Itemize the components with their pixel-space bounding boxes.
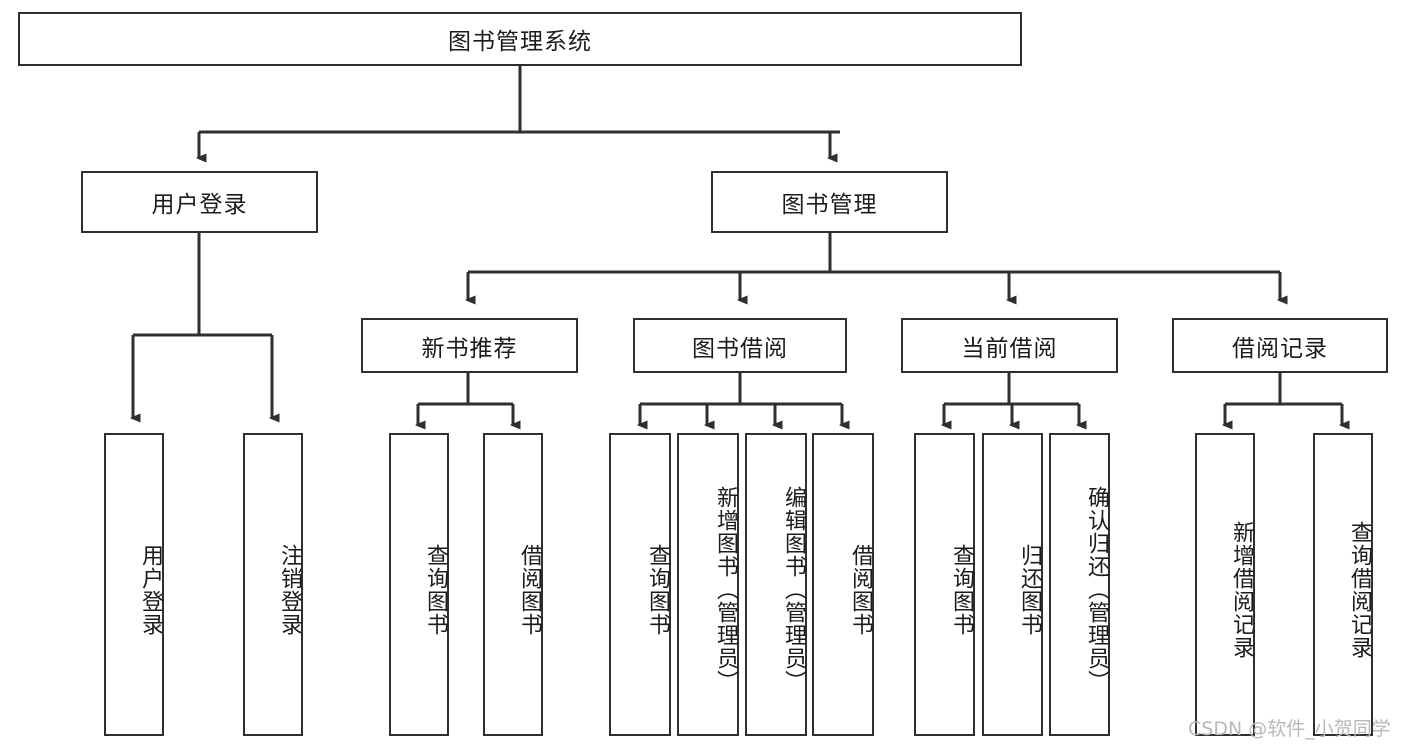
leaf-borrow-book-1-label: 借阅图书 bbox=[517, 543, 542, 636]
leaf-query-record-label: 查询借阅记录 bbox=[1347, 520, 1372, 659]
leaf-user-login[interactable]: 用户登录 bbox=[104, 433, 164, 736]
node-borrow-record-label: 借阅记录 bbox=[1232, 335, 1328, 362]
leaf-query-book-1-label: 查询图书 bbox=[423, 543, 448, 636]
node-book-management[interactable]: 图书管理 bbox=[711, 171, 948, 233]
leaf-return-book[interactable]: 归还图书 bbox=[982, 433, 1043, 736]
leaf-query-book-3[interactable]: 查询图书 bbox=[914, 433, 975, 736]
leaf-edit-book-label: 编辑图书（管理员） bbox=[781, 486, 806, 693]
node-user-login[interactable]: 用户登录 bbox=[81, 171, 318, 233]
node-current-borrow-label: 当前借阅 bbox=[961, 335, 1058, 362]
node-current-borrow[interactable]: 当前借阅 bbox=[901, 318, 1118, 373]
leaf-edit-book[interactable]: 编辑图书（管理员） bbox=[745, 433, 807, 736]
csdn-watermark: CSDN @软件_小贺同学 bbox=[1188, 718, 1391, 740]
node-new-book-recommend[interactable]: 新书推荐 bbox=[361, 318, 578, 373]
leaf-confirm-return[interactable]: 确认归还（管理员） bbox=[1049, 433, 1110, 736]
leaf-query-book-2-label: 查询图书 bbox=[645, 543, 670, 636]
leaf-query-book-3-label: 查询图书 bbox=[949, 543, 974, 636]
node-user-login-label: 用户登录 bbox=[151, 192, 248, 218]
leaf-return-book-label: 归还图书 bbox=[1017, 543, 1042, 636]
leaf-query-record[interactable]: 查询借阅记录 bbox=[1313, 433, 1373, 736]
leaf-borrow-book-2[interactable]: 借阅图书 bbox=[812, 433, 874, 736]
node-book-borrow-label: 图书借阅 bbox=[692, 335, 788, 362]
node-new-book-recommend-label: 新书推荐 bbox=[421, 335, 518, 362]
node-root[interactable]: 图书管理系统 bbox=[18, 12, 1022, 66]
leaf-borrow-book-1[interactable]: 借阅图书 bbox=[483, 433, 543, 736]
leaf-add-record-label: 新增借阅记录 bbox=[1229, 520, 1254, 659]
leaf-add-record[interactable]: 新增借阅记录 bbox=[1195, 433, 1255, 736]
node-book-borrow[interactable]: 图书借阅 bbox=[633, 318, 847, 373]
leaf-add-book-label: 新增图书（管理员） bbox=[713, 486, 738, 693]
leaf-query-book-1[interactable]: 查询图书 bbox=[389, 433, 449, 736]
leaf-confirm-return-label: 确认归还（管理员） bbox=[1084, 486, 1109, 693]
leaf-logout-login-label: 注销登录 bbox=[277, 543, 302, 636]
node-borrow-record[interactable]: 借阅记录 bbox=[1172, 318, 1388, 373]
leaf-add-book[interactable]: 新增图书（管理员） bbox=[677, 433, 739, 736]
leaf-logout-login[interactable]: 注销登录 bbox=[243, 433, 303, 736]
node-root-label: 图书管理系统 bbox=[448, 29, 592, 55]
node-book-management-label: 图书管理 bbox=[781, 192, 878, 218]
leaf-query-book-2[interactable]: 查询图书 bbox=[609, 433, 671, 736]
leaf-user-login-label: 用户登录 bbox=[138, 543, 163, 636]
leaf-borrow-book-2-label: 借阅图书 bbox=[848, 543, 873, 636]
